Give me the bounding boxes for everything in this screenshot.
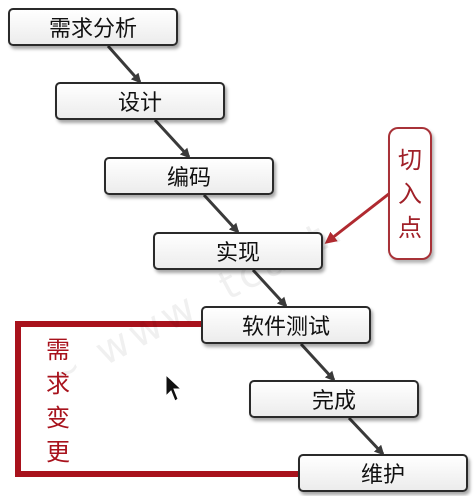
arrow-step-5-to-6	[299, 342, 336, 382]
entry-point-char: 点	[398, 213, 422, 242]
entry-point-char: 入	[398, 179, 422, 208]
requirement-change-loop-line	[15, 321, 298, 477]
cursor-icon	[165, 373, 183, 402]
step-box-coding: 编码	[104, 157, 274, 195]
requirement-change-char: 更	[46, 438, 70, 466]
step-label: 完成	[311, 389, 356, 414]
step-box-software-testing: 软件测试	[201, 306, 371, 344]
arrow-step-4-to-5	[251, 268, 288, 308]
step-label: 软件测试	[241, 315, 330, 340]
step-label: 需求分析	[48, 17, 137, 42]
entry-point-callout: 切 入 点	[388, 127, 432, 260]
step-box-implementation: 实现	[153, 232, 323, 270]
step-box-requirements-analysis: 需求分析	[8, 8, 178, 46]
arrow-step-1-to-2	[106, 45, 142, 84]
step-label: 维护	[360, 463, 405, 488]
requirement-change-char: 需	[46, 336, 70, 364]
arrow-step-3-to-4	[202, 193, 240, 234]
step-box-completion: 完成	[249, 380, 419, 418]
step-box-design: 设计	[55, 82, 225, 120]
requirement-change-char: 变	[46, 404, 70, 432]
step-label: 编码	[166, 166, 211, 191]
entry-point-arrow	[324, 191, 391, 244]
step-label: 实现	[215, 241, 260, 266]
entry-point-char: 切	[398, 145, 422, 174]
step-box-maintenance: 维护	[298, 454, 468, 492]
arrow-step-2-to-3	[153, 118, 191, 159]
arrow-step-6-to-7	[347, 416, 385, 456]
requirement-change-char: 求	[46, 370, 70, 398]
step-label: 设计	[117, 91, 162, 116]
requirement-change-label: 需 求 变 更	[38, 333, 78, 469]
